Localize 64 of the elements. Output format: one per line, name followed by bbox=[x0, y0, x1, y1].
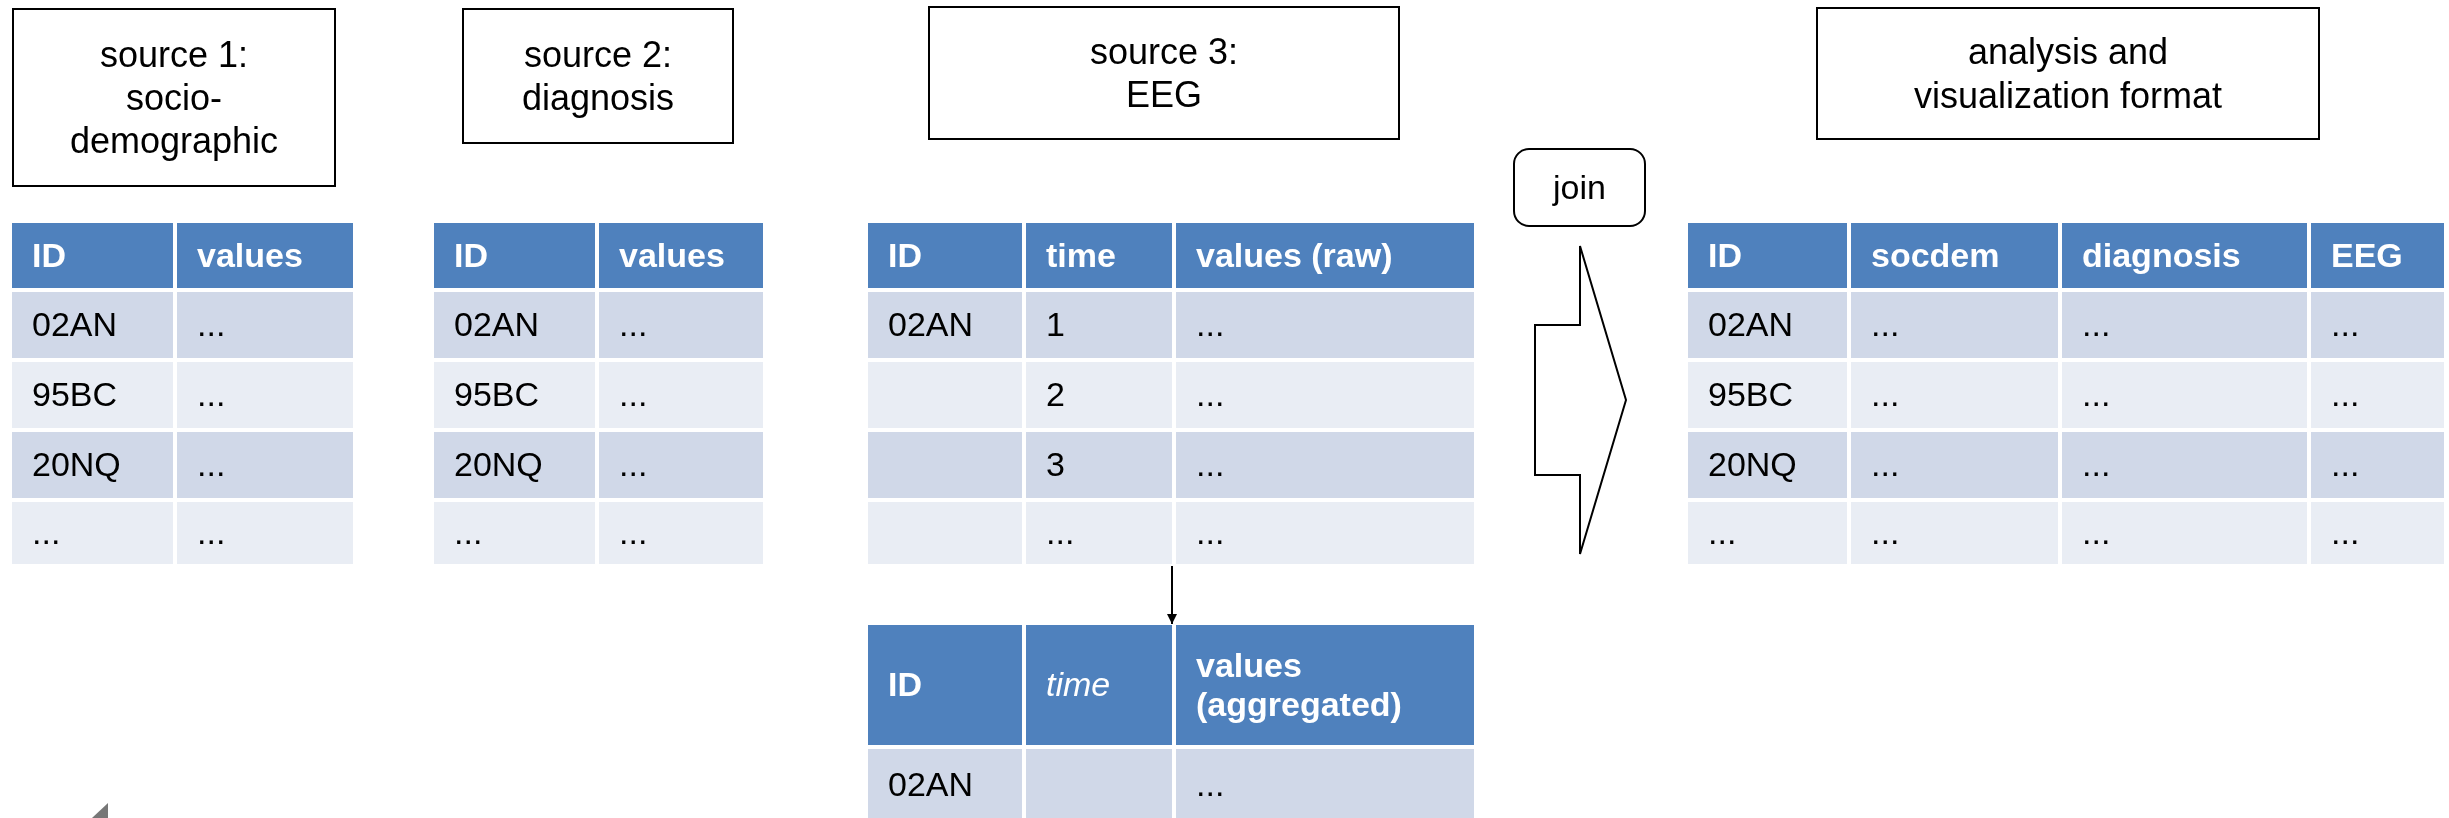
table-cell: ... bbox=[599, 432, 763, 498]
table-cell: ... bbox=[1176, 292, 1474, 358]
table-cell: ... bbox=[2062, 502, 2307, 564]
column-header-cell: time bbox=[1026, 223, 1172, 288]
table-cell: ... bbox=[177, 362, 353, 428]
table-cell: 20NQ bbox=[1688, 432, 1847, 498]
table-cell: ... bbox=[1176, 432, 1474, 498]
table-cell: 2 bbox=[1026, 362, 1172, 428]
column-header-cell: ID bbox=[434, 223, 595, 288]
table-cell: 95BC bbox=[434, 362, 595, 428]
table-cell: ... bbox=[1851, 292, 2058, 358]
heading-box: source 1: socio-demographic bbox=[12, 8, 336, 187]
table-cell: ... bbox=[1026, 502, 1172, 564]
table-cell: ... bbox=[2311, 362, 2444, 428]
block-arrow bbox=[1534, 245, 1628, 555]
table-cell: ... bbox=[177, 502, 353, 564]
table-cell: ... bbox=[12, 502, 173, 564]
table-cell: 02AN bbox=[434, 292, 595, 358]
table-cell: ... bbox=[2062, 292, 2307, 358]
column-header-cell: ID bbox=[868, 625, 1022, 745]
table-cell: ... bbox=[1176, 362, 1474, 428]
column-header-cell: values bbox=[599, 223, 763, 288]
table-cell: 02AN bbox=[868, 292, 1022, 358]
column-header-cell: values (aggregated) bbox=[1176, 625, 1474, 745]
table-cell: 20NQ bbox=[12, 432, 173, 498]
column-header-cell: values (raw) bbox=[1176, 223, 1474, 288]
table-cell: ... bbox=[177, 292, 353, 358]
table-cell: ... bbox=[177, 432, 353, 498]
column-header-cell: time bbox=[1026, 625, 1172, 745]
arrow bbox=[1167, 565, 1177, 625]
column-header-cell: diagnosis bbox=[2062, 223, 2307, 288]
column-header-cell: values bbox=[177, 223, 353, 288]
step-label-box: join bbox=[1513, 148, 1646, 227]
table-cell: ... bbox=[2311, 292, 2444, 358]
table-cell: ... bbox=[2311, 502, 2444, 564]
table-cell: ... bbox=[434, 502, 595, 564]
heading-box: analysis and visualization format bbox=[1816, 7, 2320, 140]
table-cell: ... bbox=[1688, 502, 1847, 564]
heading-box: source 2: diagnosis bbox=[462, 8, 734, 144]
table-cell: 1 bbox=[1026, 292, 1172, 358]
column-header-cell: socdem bbox=[1851, 223, 2058, 288]
table-cell: ... bbox=[1851, 362, 2058, 428]
table-cell: ... bbox=[2062, 432, 2307, 498]
table-cell: ... bbox=[1851, 432, 2058, 498]
table-cell: 95BC bbox=[12, 362, 173, 428]
table-cell: 02AN bbox=[12, 292, 173, 358]
table-cell: 3 bbox=[1026, 432, 1172, 498]
table-cell: ... bbox=[1851, 502, 2058, 564]
table-cell: ... bbox=[599, 502, 763, 564]
table-cell: 02AN bbox=[868, 749, 1022, 818]
column-header-cell: ID bbox=[12, 223, 173, 288]
table-cell: ... bbox=[599, 292, 763, 358]
table-cell: ... bbox=[2062, 362, 2307, 428]
table-cell: ... bbox=[1176, 749, 1474, 818]
column-header-cell: ID bbox=[1688, 223, 1847, 288]
table-cell: ... bbox=[1176, 502, 1474, 564]
table-cell: ... bbox=[599, 362, 763, 428]
column-header-cell: ID bbox=[868, 223, 1022, 288]
table-cell: 20NQ bbox=[434, 432, 595, 498]
heading-box: source 3: EEG bbox=[928, 6, 1400, 140]
column-header-cell: EEG bbox=[2311, 223, 2444, 288]
table-cell: 95BC bbox=[1688, 362, 1847, 428]
table-cell: 02AN bbox=[1688, 292, 1847, 358]
table-cell: ... bbox=[2311, 432, 2444, 498]
